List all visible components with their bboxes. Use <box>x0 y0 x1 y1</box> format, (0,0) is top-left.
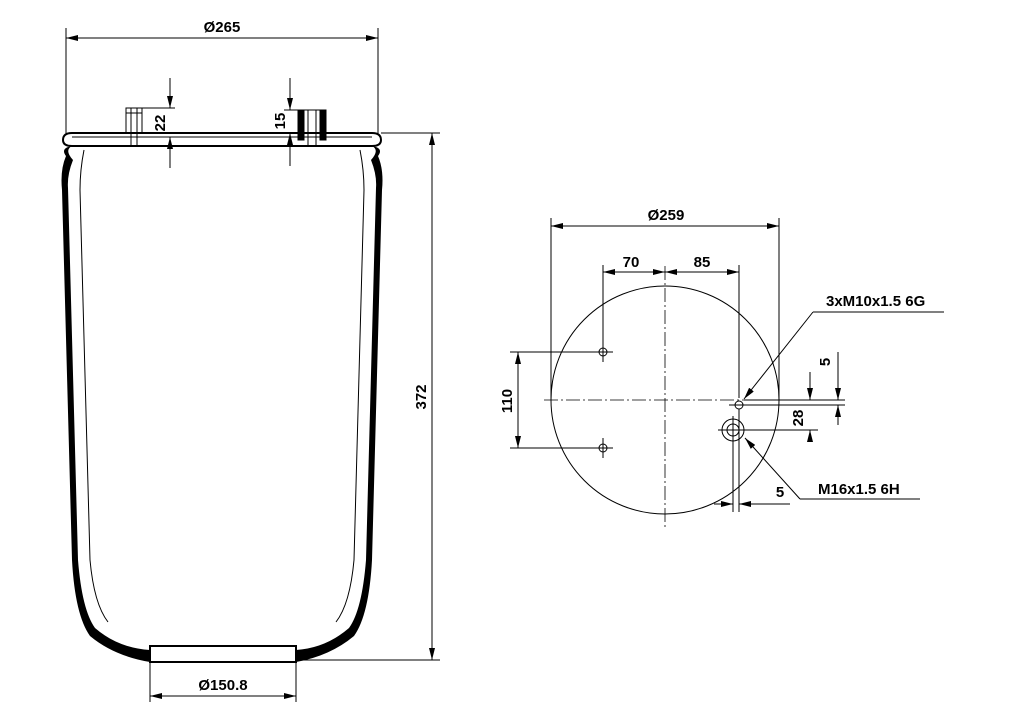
dim-bottom-diameter: Ø150.8 <box>198 677 247 694</box>
bellows-inner-left <box>79 149 109 623</box>
piston-bottom <box>149 645 297 663</box>
dim-offset-left: 70 <box>623 254 640 271</box>
bellows-outer-right <box>296 146 383 662</box>
bellows-inner-right <box>335 149 365 623</box>
dim-vertical-offset: 28 <box>790 410 807 427</box>
callout-small-thread: 3xM10x1.5 6G <box>826 293 925 310</box>
bellows-outer <box>61 146 150 662</box>
dim-offset-right: 85 <box>694 254 711 271</box>
dim-top-diameter: Ø265 <box>204 19 241 36</box>
side-view: Ø265 22 15 372 Ø150.8 <box>61 19 440 702</box>
air-fitting-nut <box>297 109 327 146</box>
top-plate <box>61 132 383 147</box>
dim-stud-height: 22 <box>152 115 169 132</box>
dim-small-offset: 5 <box>817 358 834 366</box>
top-view: Ø259 70 85 110 5 28 5 3xM10x1.5 6G <box>499 207 944 530</box>
dim-nut-height: 15 <box>272 113 289 130</box>
dim-plate-diameter: Ø259 <box>648 207 685 224</box>
dim-total-height: 372 <box>413 384 430 409</box>
callout-port-thread: M16x1.5 6H <box>818 481 900 498</box>
m16-port <box>718 416 748 444</box>
stud-bolt <box>125 107 143 146</box>
dim-hole-spacing: 110 <box>499 389 516 413</box>
dim-port-offset: 5 <box>776 484 784 501</box>
